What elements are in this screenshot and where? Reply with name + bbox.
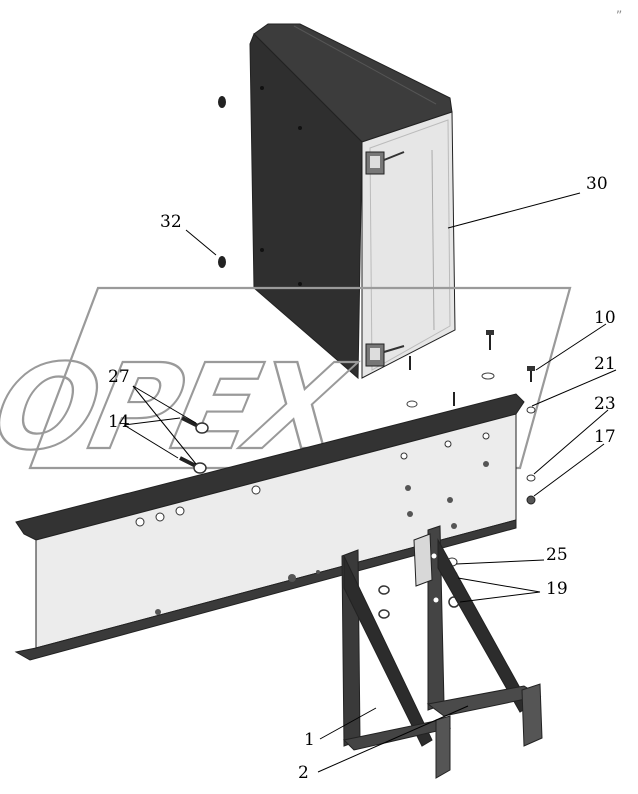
callout-27: 27 <box>108 367 130 387</box>
leader-lines <box>123 192 617 773</box>
callout-19: 19 <box>546 579 568 599</box>
battery-box <box>218 23 456 380</box>
callout-25: 25 <box>546 545 568 565</box>
callout-14: 14 <box>108 412 130 432</box>
callout-32: 32 <box>160 212 182 232</box>
frame-rail <box>14 393 525 661</box>
callout-2: 2 <box>298 763 309 783</box>
callout-10: 10 <box>594 308 616 328</box>
bracket-right <box>413 525 543 747</box>
callout-17: 17 <box>594 427 616 447</box>
callout-1: 1 <box>304 730 315 750</box>
bracket-left <box>341 549 452 779</box>
callout-23: 23 <box>594 394 616 414</box>
callout-labels: 30 32 10 21 27 23 14 17 25 19 1 2 <box>108 174 616 783</box>
callout-30: 30 <box>586 174 608 194</box>
corner-mark: „ <box>616 1 622 15</box>
hardware <box>179 330 536 619</box>
callout-21: 21 <box>594 354 616 374</box>
